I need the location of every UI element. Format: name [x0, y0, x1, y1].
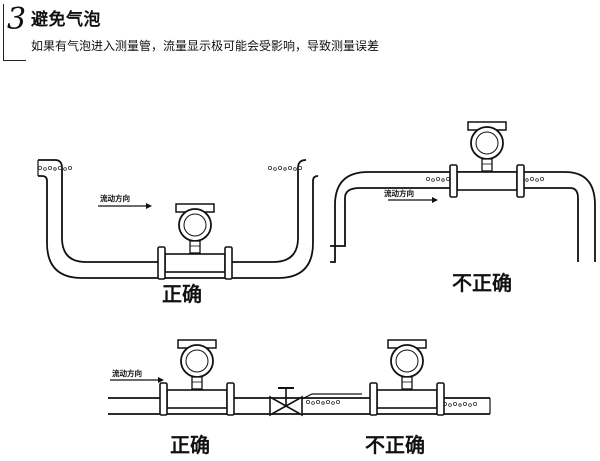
inverted-pipe-flowmeter — [449, 121, 525, 198]
u-pipe-verdict: 正确 — [162, 282, 202, 306]
inverted-pipe-verdict: 不正确 — [452, 271, 512, 295]
u-pipe-bubbles-left — [38, 165, 72, 171]
section-title: 避免气泡 — [31, 10, 101, 30]
inverted-pipe-flow-arrowhead — [432, 197, 438, 203]
straight-pipe-scene: 流动方向 正确 不正确 — [108, 339, 491, 457]
inverted-pipe-flow-label: 流动方向 — [384, 188, 414, 198]
straight-pipe-flowmeter-incorrect — [369, 339, 445, 416]
section-header: 3 避免气泡 如果有气泡进入测量管，流量显示极可能会受影响，导致测量误差 — [0, 0, 600, 62]
straight-pipe-flow-arrowhead — [158, 377, 164, 383]
valve — [269, 387, 303, 417]
u-pipe-bubbles-right — [267, 165, 303, 171]
u-pipe-flow-label: 流动方向 — [100, 193, 130, 203]
u-pipe-scene: 流动方向 正确 — [37, 159, 319, 306]
u-pipe-flowmeter — [157, 203, 233, 280]
inverted-pipe-outer-wall — [330, 171, 596, 263]
u-pipe-flow-arrowhead — [146, 203, 152, 209]
straight-pipe-verdict-correct: 正确 — [170, 433, 210, 457]
section-description: 如果有气泡进入测量管，流量显示极可能会受影响，导致测量误差 — [31, 39, 380, 53]
straight-pipe-flow-label: 流动方向 — [112, 368, 142, 378]
inverted-pipe-scene: 流动方向 不正确 — [330, 121, 596, 295]
straight-pipe-verdict-incorrect: 不正确 — [365, 433, 425, 457]
u-pipe-outer-wall — [38, 159, 307, 263]
u-pipe-inner-wall — [38, 175, 319, 279]
straight-pipe-flowmeter-correct — [159, 339, 235, 416]
inverted-pipe-inner-wall — [330, 187, 579, 262]
section-number: 3 — [7, 2, 27, 37]
straight-pipe-bubbles-left — [305, 399, 341, 405]
section-number-frame — [3, 4, 26, 61]
straight-pipe-bubbles-right — [442, 401, 478, 407]
